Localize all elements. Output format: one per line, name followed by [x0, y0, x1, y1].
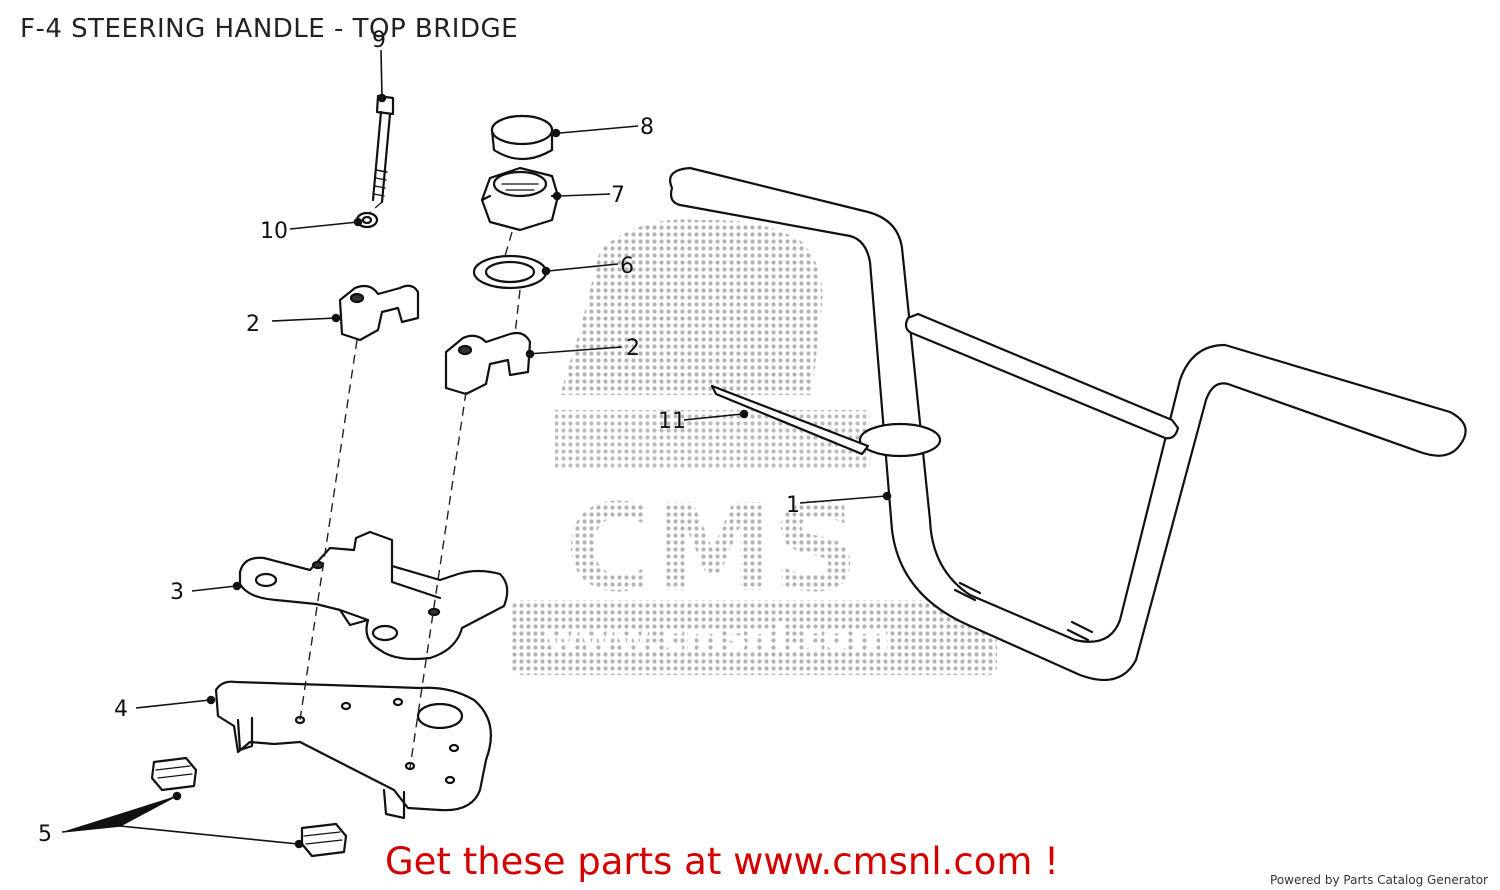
callout-5: 5 — [38, 822, 52, 847]
callout-2-upper: 2 — [246, 312, 260, 337]
cmsnl-watermark: CMS www.cmsnl.com — [512, 219, 997, 675]
part-9-bolt — [371, 94, 395, 204]
callout-leaders — [61, 49, 892, 849]
part-11-cable-tie — [710, 384, 870, 456]
callout-2-lower: 2 — [626, 336, 640, 361]
part-1-handlebar — [669, 166, 1467, 682]
callout-7: 7 — [611, 183, 625, 208]
callout-6: 6 — [620, 254, 634, 279]
callout-9: 9 — [372, 28, 386, 53]
part-7-stem-nut — [480, 166, 560, 232]
part-5-rubber-lower — [300, 822, 348, 858]
part-4-plate — [214, 680, 492, 820]
callout-8: 8 — [640, 115, 654, 140]
callout-4: 4 — [114, 697, 128, 722]
callout-labels: 9 10 2 2 8 7 6 11 1 3 4 5 — [38, 28, 800, 847]
part-8-cap — [490, 114, 554, 160]
part-5-rubber-upper — [150, 756, 198, 792]
part-3-top-bridge — [238, 530, 509, 661]
watermark-url-text: www.cmsnl.com — [545, 615, 890, 659]
watermark-url-band — [512, 600, 997, 675]
callout-11: 11 — [658, 409, 686, 434]
generator-credit: Powered by Parts Catalog Generator — [1270, 873, 1488, 887]
callout-10: 10 — [260, 219, 288, 244]
part-2-holder-lower — [444, 331, 532, 396]
page-title: F-4 STEERING HANDLE - TOP BRIDGE — [20, 14, 519, 44]
part-2-holder-upper — [338, 284, 420, 342]
promo-link[interactable]: Get these parts at www.cmsnl.com ! — [385, 840, 1060, 883]
callout-1: 1 — [786, 493, 800, 518]
part-6-washer — [472, 254, 548, 290]
callout-3: 3 — [170, 580, 184, 605]
watermark-logo-text: CMS — [565, 480, 859, 619]
assembly-guide-lines — [299, 201, 521, 769]
